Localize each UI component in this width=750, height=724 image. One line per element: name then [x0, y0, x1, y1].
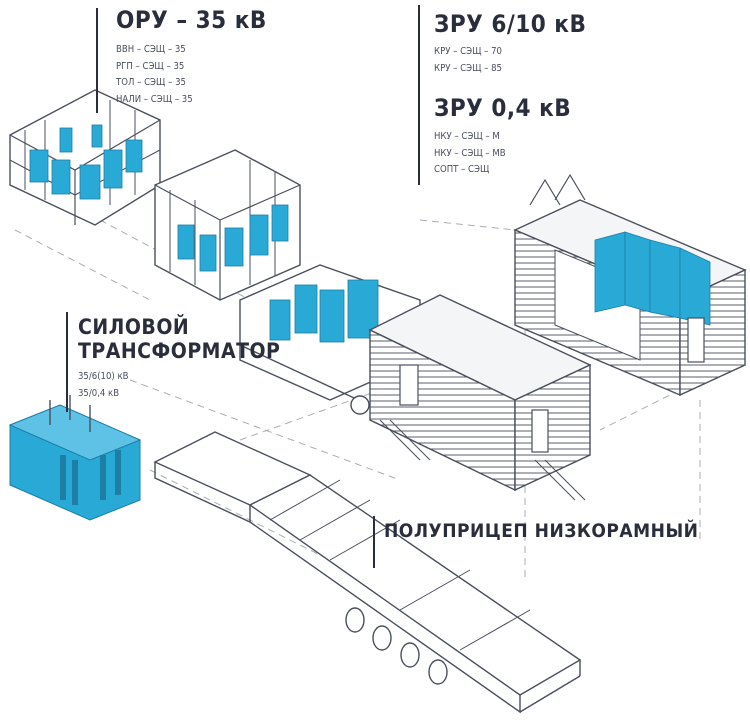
oru-label-block: ОРУ – 35 кВ ВВН – СЭЩ – 35 РГП – СЭЩ – 3… — [116, 8, 267, 109]
semitrailer-illustration — [153, 431, 582, 714]
zru-04-label-block: ЗРУ 0,4 кВ НКУ – СЭЩ – М НКУ – СЭЩ – МВ … — [434, 96, 571, 179]
trailer-label-bar — [373, 516, 375, 568]
transformer-item: 35/6(10) кВ — [78, 371, 129, 383]
zru-6-10-items: КРУ – СЭЩ – 70 КРУ – СЭЩ – 85 — [434, 44, 586, 77]
trailer-label-block: ПОЛУПРИЦЕП НИЗКОРАМНЫЙ — [384, 522, 699, 541]
zru-04-item: НКУ – СЭЩ – М — [434, 131, 500, 142]
zru-6-10-label-block: ЗРУ 6/10 кВ КРУ – СЭЩ – 70 КРУ – СЭЩ – 8… — [434, 12, 586, 77]
zru-6-10-title: ЗРУ 6/10 кВ — [434, 10, 587, 38]
transformer-illustration — [8, 395, 142, 521]
zru-04-items: НКУ – СЭЩ – М НКУ – СЭЩ – МВ СОПТ – СЭЩ — [434, 129, 571, 179]
transformer-item: 35/0,4 кВ — [78, 387, 120, 399]
oru-item: ТОЛ – СЭЩ – 35 — [116, 77, 186, 89]
zru-04-item: НКУ – СЭЩ – МВ — [434, 147, 506, 159]
oru-second-module-illustration — [154, 149, 301, 301]
transformer-items: 35/6(10) кВ 35/0,4 кВ — [78, 369, 280, 402]
container-cabin-illustration — [368, 294, 592, 501]
zru-04-title: ЗРУ 0,4 кВ — [434, 94, 572, 122]
oru-label-bar — [96, 8, 98, 113]
oru-module-illustration — [9, 89, 161, 226]
zru-label-bar — [418, 5, 420, 185]
oru-items: ВВН – СЭЩ – 35 РГП – СЭЩ – 35 ТОЛ – СЭЩ … — [116, 42, 267, 109]
transformer-label-block: СИЛОВОЙ ТРАНСФОРМАТОР 35/6(10) кВ 35/0,4… — [78, 315, 281, 402]
transformer-label-bar — [66, 312, 68, 412]
oru-title: ОРУ – 35 кВ — [116, 6, 267, 34]
zru-container-illustration — [513, 173, 747, 397]
zru-04-item: СОПТ – СЭЩ — [434, 164, 490, 176]
transformer-title-line2: ТРАНСФОРМАТОР — [78, 338, 281, 363]
zru-6-10-item: КРУ – СЭЩ – 70 — [434, 46, 502, 57]
trailer-title: ПОЛУПРИЦЕП НИЗКОРАМНЫЙ — [384, 520, 699, 542]
oru-item: ВВН – СЭЩ – 35 — [116, 44, 186, 55]
oru-item: РГП – СЭЩ – 35 — [116, 60, 185, 72]
oru-item: НАЛИ – СЭЩ – 35 — [116, 93, 193, 105]
transformer-title-line1: СИЛОВОЙ — [78, 315, 190, 339]
zru-6-10-item: КРУ – СЭЩ – 85 — [434, 62, 502, 74]
